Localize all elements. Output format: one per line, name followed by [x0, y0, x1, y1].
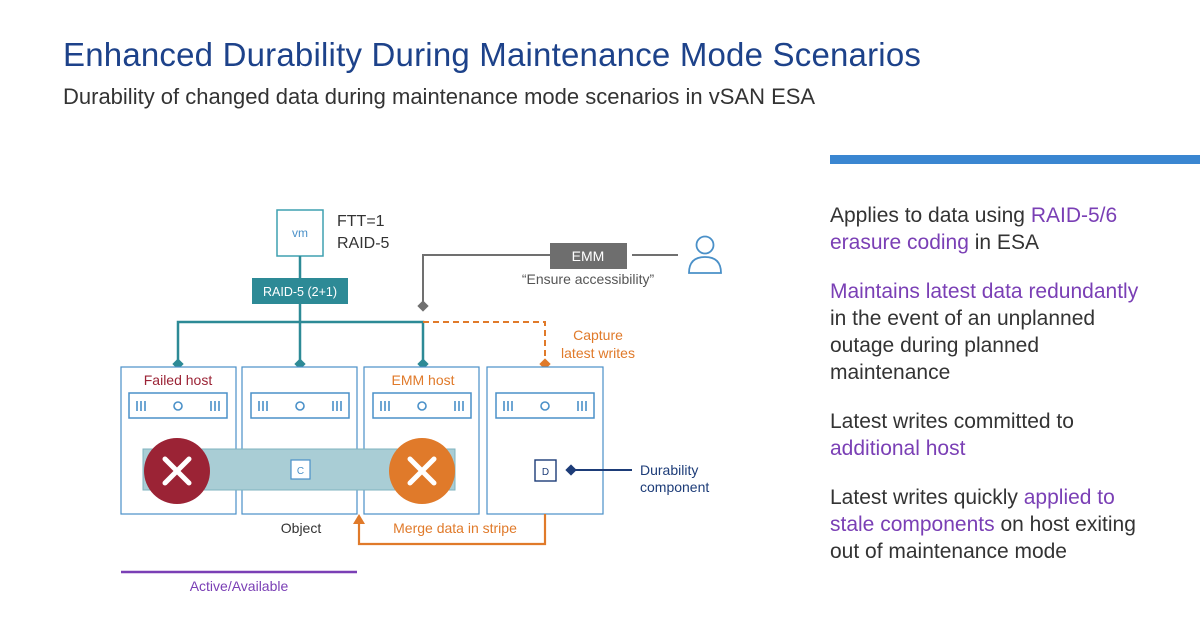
- emm-label: EMM: [572, 248, 605, 264]
- emm-caption: “Ensure accessibility”: [522, 271, 655, 287]
- component-c-label: C: [297, 466, 304, 477]
- component-c: [290, 459, 311, 480]
- page-title: Enhanced Durability During Maintenance M…: [63, 36, 922, 73]
- key-point: Latest writes quickly applied to stale c…: [830, 486, 1136, 563]
- durability-label-1: Durability: [640, 462, 698, 478]
- host-3-label: EMM host: [391, 372, 454, 388]
- key-point: Maintains latest data redundantly in the…: [830, 280, 1139, 384]
- raid-badge-label: RAID-5 (2+1): [263, 285, 337, 299]
- component-d: [534, 459, 557, 482]
- host-1-label: Failed host: [144, 372, 213, 388]
- host-4: [486, 366, 604, 515]
- capture-label-1: Capture: [573, 327, 623, 343]
- accent-bar: [830, 155, 1200, 164]
- durability-diagram: vm FTT=1 RAID-5 RAID-5 (2+1) Capture lat…: [120, 209, 722, 594]
- key-point: Applies to data using RAID-5/6 erasure c…: [830, 204, 1118, 254]
- capture-label-2: latest writes: [561, 345, 635, 361]
- raid-badge: [252, 278, 348, 304]
- key-point: Latest writes committed to additional ho…: [830, 410, 1074, 460]
- durability-label-2: component: [640, 479, 709, 495]
- vm-label: vm: [292, 226, 308, 240]
- failed-x-icon: [144, 438, 210, 504]
- policy-ftt: FTT=1: [337, 213, 385, 230]
- key-points: Applies to data using RAID-5/6 erasure c…: [830, 202, 1160, 587]
- object-label: Object: [281, 520, 322, 536]
- component-d-label: D: [542, 467, 549, 478]
- server-icon: [128, 392, 228, 419]
- merge-label: Merge data in stripe: [393, 520, 517, 536]
- maintenance-x-icon: [389, 438, 455, 504]
- policy-raid: RAID-5: [337, 235, 390, 252]
- admin-user-icon: [688, 235, 722, 274]
- server-icon: [250, 392, 350, 419]
- page-subtitle: Durability of changed data during mainte…: [63, 84, 816, 109]
- server-icon: [495, 392, 595, 419]
- host-2: [241, 366, 358, 515]
- active-label: Active/Available: [190, 578, 289, 594]
- server-icon: [372, 392, 472, 419]
- emm-box: [550, 243, 627, 269]
